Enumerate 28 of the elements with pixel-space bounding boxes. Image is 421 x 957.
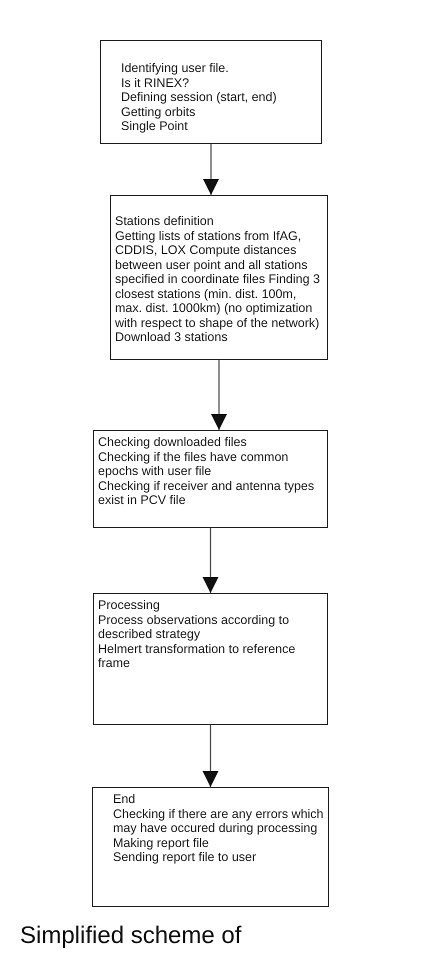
step-text: Processing — [98, 598, 161, 612]
step-text: Stations definition — [115, 214, 215, 228]
arrow — [211, 360, 227, 430]
process-box — [93, 430, 328, 528]
process-box — [93, 593, 328, 725]
step-text: Checking if receiver and antenna types exist in PCV file — [98, 478, 316, 508]
step-text: Process observations according to described strategy — [98, 612, 290, 642]
step-text: Download 3 stations — [115, 330, 229, 344]
process-box — [100, 40, 322, 144]
arrow — [202, 725, 218, 787]
step-text: Checking if there are any errors which may have occured during processing — [113, 806, 324, 836]
arrow — [202, 528, 218, 593]
step-text: Sending report file to user — [113, 850, 258, 864]
step-text: Getting orbits — [121, 104, 196, 119]
step-text: Is it RINEX? — [121, 76, 190, 90]
step-text: Identifying user file. — [121, 61, 230, 76]
caption: Simplified scheme of — [20, 922, 242, 950]
step-text: Getting lists of stations from IfAG, CDDIS, LOX Compute distances between user point and all stations specified in coordinate files Finding 3 closest stations (min. dist. 100m, max. dist. 1000km) (no optimization with respect to shape of the network) — [115, 228, 321, 330]
step-text: Helmert transformation to reference frame — [98, 642, 296, 670]
arrow — [203, 144, 219, 195]
process-box — [110, 195, 328, 360]
step-text: End — [113, 792, 136, 806]
step-text: Making report file — [113, 836, 210, 850]
step-text: Single Point — [121, 119, 189, 134]
step-text: Defining session (start, end) — [121, 90, 278, 104]
step-text: Checking if the files have common epochs with user file — [98, 450, 290, 478]
step-text: Checking downloaded files — [98, 435, 248, 450]
process-box — [92, 787, 329, 907]
